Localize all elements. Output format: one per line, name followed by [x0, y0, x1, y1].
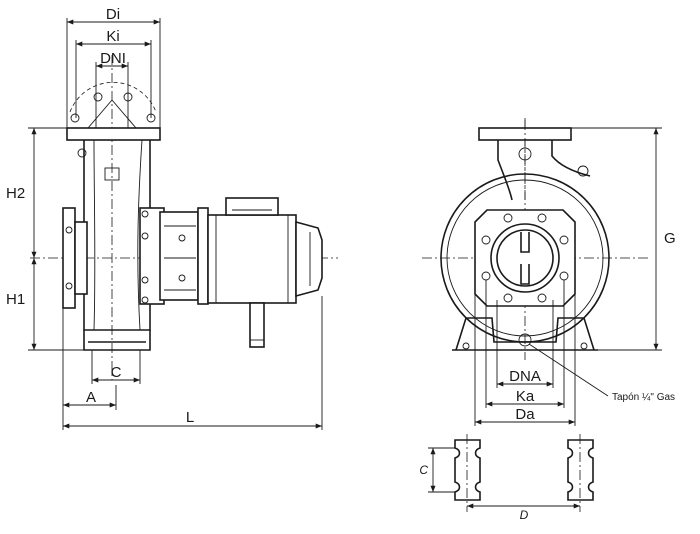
suction-bolt	[65, 282, 73, 290]
front-bolt	[559, 235, 569, 245]
c-label: C	[111, 364, 122, 381]
impeller-slot-bottom	[520, 264, 530, 285]
front-discharge-neck-left	[497, 140, 513, 201]
di-label: Di	[106, 6, 120, 23]
front-bolt	[503, 293, 513, 303]
casing-plug	[77, 148, 87, 158]
lantern-bolt	[141, 296, 149, 304]
suction-bore-outer	[490, 223, 560, 293]
flange-bolt	[70, 113, 80, 123]
suction-flange	[62, 207, 76, 309]
lantern-bolt	[141, 276, 149, 284]
plug-note: Tapón ¼" Gas	[612, 391, 675, 403]
housing-bolt	[178, 234, 186, 242]
lantern-bolt	[141, 232, 149, 240]
suction-bore	[496, 229, 554, 287]
suction-neck	[74, 221, 88, 295]
l-label: L	[186, 409, 194, 426]
flange-hatch	[111, 99, 137, 129]
foot-bolt	[580, 342, 588, 350]
front-discharge-neck-right	[551, 140, 591, 177]
plug-leader	[528, 343, 609, 397]
h1-label: H1	[6, 291, 25, 308]
flange-hatch	[87, 99, 113, 129]
side-view: Di Ki DNI H2 H1 C A L	[6, 6, 338, 430]
motor-shaft-foot	[249, 302, 265, 348]
drain-plug	[518, 333, 532, 347]
front-bolt	[537, 213, 547, 223]
a-label: A	[86, 389, 96, 406]
front-foot	[455, 317, 595, 351]
coupling-housing	[159, 211, 199, 301]
h2-label: H2	[6, 185, 25, 202]
ka-label: Ka	[516, 388, 535, 405]
flange-bolt-circle	[69, 81, 157, 113]
casing-inner	[93, 139, 96, 331]
volute-inner	[446, 179, 604, 337]
foot-left	[454, 439, 481, 501]
front-bolt	[537, 293, 547, 303]
flange-bolt	[93, 92, 103, 102]
suction-bolt	[65, 226, 73, 234]
ki-label: Ki	[106, 28, 119, 45]
foot-right	[567, 439, 594, 501]
casing-inner	[137, 139, 143, 331]
housing-bolt	[178, 274, 186, 282]
d-foot-label: D	[520, 508, 529, 522]
lantern-bolt	[141, 210, 149, 218]
front-view: G DNA Ka Da Tapón ¼" Gas	[422, 118, 676, 426]
motor-body	[207, 214, 297, 304]
dna-label: DNA	[509, 368, 541, 385]
volute-plug	[577, 165, 589, 177]
dni-label: DNI	[100, 50, 126, 67]
discharge-flange	[66, 127, 161, 141]
casing-boss	[104, 167, 120, 181]
pump-foot	[83, 330, 151, 351]
terminal-box	[225, 197, 279, 216]
motor-fan-cover	[295, 220, 323, 298]
motor-flange	[197, 207, 209, 305]
front-bolt	[503, 213, 513, 223]
c-foot-label: C	[419, 463, 428, 477]
impeller-slot-top	[520, 232, 530, 253]
front-bolt	[481, 235, 491, 245]
foot-detail: C D	[419, 434, 594, 522]
g-label: G	[664, 230, 676, 247]
foot-bolt	[462, 342, 470, 350]
da-label: Da	[515, 406, 535, 423]
